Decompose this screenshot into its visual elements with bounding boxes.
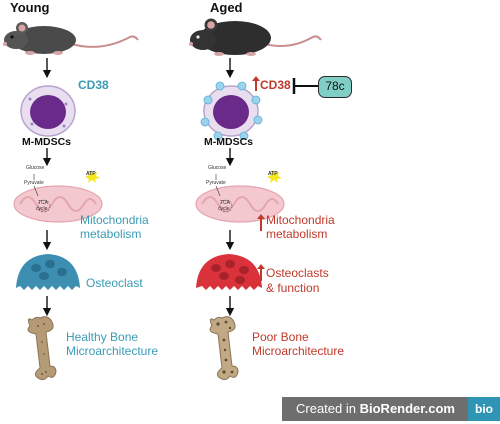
aged-bone-icon (209, 316, 239, 381)
aged-mouse-icon (189, 18, 322, 56)
biorender-credit-banner[interactable]: Created in BioRender.com (282, 397, 468, 421)
aged-glucose-label: Glucose (208, 165, 227, 171)
young-tca-label: TCA (38, 200, 48, 206)
young-cycle-label: cycle (36, 206, 48, 212)
aged-mito-label-line1: Mitochondria (266, 213, 335, 227)
young-mito-label-line2: metabolism (80, 227, 142, 241)
aged-mito-up-arrow-icon (257, 214, 265, 231)
young-mitochondria-icon (13, 170, 103, 223)
aged-osteoclast-label-line1: Osteoclasts (266, 266, 329, 280)
aged-bone-label-line1: Poor Bone (252, 330, 309, 344)
aged-cell-name: M-MDSCs (204, 136, 253, 148)
aged-mdsc-cell-icon (200, 81, 263, 140)
young-bone-label-line1: Healthy Bone (66, 330, 139, 344)
inhibitor-78c-badge: 78c (318, 76, 352, 98)
young-pyruvate-label: Pyruvate (24, 180, 44, 186)
biorender-logo-icon[interactable]: bio (468, 397, 500, 421)
aged-osteoclast-up-arrow-icon (257, 264, 265, 281)
young-mdsc-cell-icon (20, 85, 76, 137)
aged-atp-label: ATP (268, 171, 278, 177)
young-mouse-icon (3, 22, 139, 55)
young-atp-label: ATP (86, 171, 96, 177)
young-osteoclast-icon (16, 254, 80, 290)
aged-tca-label: TCA (220, 200, 230, 206)
young-glucose-label: Glucose (26, 165, 45, 171)
aged-bone-label-line2: Microarchitecture (252, 344, 345, 358)
aged-cd38-up-arrow-icon (252, 76, 260, 91)
young-title: Young (10, 0, 50, 15)
aged-title: Aged (210, 0, 243, 15)
aged-osteoclast-label-line2: & function (266, 281, 320, 295)
young-cd38-label: CD38 (78, 78, 109, 92)
young-bone-label-line2: Microarchitecture (66, 344, 159, 358)
young-osteoclast-label: Osteoclast (86, 276, 143, 290)
aged-mito-label-line2: metabolism (266, 227, 328, 241)
young-mito-label-line1: Mitochondria (80, 213, 149, 227)
created-in-text: Created in (296, 401, 356, 416)
aged-mitochondria-icon (195, 170, 285, 223)
young-bone-icon (27, 316, 57, 381)
young-cell-name: M-MDSCs (22, 136, 71, 148)
aged-pyruvate-label: Pyruvate (206, 180, 226, 186)
biorender-brand-text: BioRender.com (359, 401, 455, 416)
aged-cd38-label: CD38 (260, 78, 291, 92)
aged-cycle-label: cycle (218, 206, 230, 212)
aged-osteoclast-icon (196, 254, 262, 290)
